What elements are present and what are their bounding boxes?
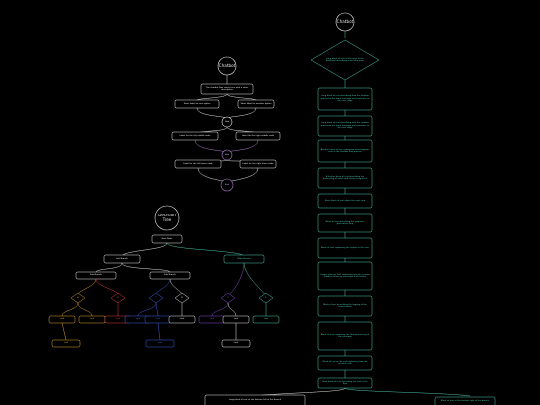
- tree-leaf-text-3: Leaf: [115, 318, 121, 321]
- tree-leaf-9[interactable]: [252, 315, 280, 324]
- connector-line: [61, 322, 67, 341]
- flow-right-step-text-2: Long block of text describing how the ch…: [320, 122, 370, 130]
- connector-path: [166, 242, 245, 257]
- flow-right-step-text-11: Block of text at the end explaining how …: [322, 360, 368, 365]
- flow-right-step-text-4: A further block of text describing the p…: [322, 175, 368, 180]
- connector-path: [196, 107, 228, 119]
- flow-center-end-text: End: [225, 183, 229, 186]
- connector-path: [137, 302, 157, 317]
- tree-l1-left-text: Left Branch: [116, 257, 128, 260]
- connector-path: [169, 278, 183, 295]
- tree-decision-text-2: B: [117, 296, 119, 299]
- connector-path: [211, 302, 229, 317]
- flow-right-bottom-left-box[interactable]: [204, 394, 306, 405]
- connector-path: [61, 302, 79, 317]
- flow-center-left-low-text: Label for the left lower node: [183, 162, 213, 165]
- connector-path: [194, 139, 228, 153]
- tree-bottom-2[interactable]: [145, 339, 175, 348]
- connector-path: [77, 278, 97, 295]
- tree-leaf-text-7: Leaf: [209, 318, 215, 321]
- connector-path: [95, 262, 123, 273]
- tree-decision-text-3: C: [155, 296, 157, 299]
- tree-bottom-text-2: Leaf: [157, 342, 163, 345]
- connector-path: [95, 278, 119, 295]
- flow-center-right-option-text: Short label for another option: [240, 102, 272, 105]
- flow-right-bottom-left-text: Long block of text at the bottom left of…: [228, 398, 282, 401]
- tree-leaf-6[interactable]: [168, 315, 196, 324]
- connector-line: [157, 322, 161, 341]
- tree-bottom-text-3: Leaf: [233, 342, 239, 345]
- flow-right-title: Chatbot: [336, 18, 354, 24]
- flow-right-step-text-12: Final block of text describing the end o…: [322, 380, 368, 385]
- tree-leaf-text-4: Leaf: [135, 318, 141, 321]
- connector-path: [243, 262, 267, 297]
- flow-center-right-mid-text: Label for the right middle node: [241, 134, 275, 137]
- flow-right-step-text-8: Longer block of text explaining how the …: [320, 273, 370, 278]
- connector-path: [226, 167, 259, 183]
- tree-decision-text-4: D: [181, 296, 183, 299]
- connector-path: [196, 93, 228, 101]
- flow-center-left-option-text: Short label for one option: [183, 102, 211, 105]
- flow-center-end[interactable]: [220, 178, 234, 192]
- flow-right-step-text-9: Block of text describing the logging of …: [323, 303, 367, 308]
- flow-right-step-text-7: Block of text explaining the output to t…: [320, 246, 370, 249]
- flow-center-left-mid-text: Label for the left middle node: [179, 134, 211, 137]
- connector-path: [121, 262, 171, 273]
- connector-path: [227, 262, 245, 297]
- tree-leaf-text-1: Leaf: [59, 318, 65, 321]
- connector-path: [226, 93, 257, 101]
- connector-path: [155, 302, 159, 317]
- tree-decision-text-1: A: [77, 296, 79, 299]
- flow-center-hub-top-text: Hub: [224, 120, 230, 123]
- tree-leaf-text-8: Leaf: [233, 318, 239, 321]
- tree-l2-a-text: Sub Branch: [90, 274, 102, 277]
- flow-center-hub-mid-text: Hub: [224, 153, 230, 156]
- tree-decision-text-5: E: [227, 296, 229, 299]
- connector-path: [197, 167, 228, 183]
- flow-right-bottom-right-text: Block of text at the bottom right of the…: [440, 399, 490, 402]
- tree-l2-b-text: Sub Branch: [164, 274, 176, 277]
- connector-path: [227, 302, 237, 317]
- flow-center-title: Chatbot: [218, 62, 236, 68]
- connector-path: [77, 302, 93, 317]
- tree-leaf-text-6: Leaf: [179, 318, 185, 321]
- flow-center-right-low-text: Label for the right lower node: [242, 162, 274, 165]
- connector-path: [121, 242, 168, 257]
- tree-title: Decision Tree: [158, 214, 176, 222]
- tree-bottom-3[interactable]: [221, 339, 251, 348]
- tree-l1-right-text: Right Branch: [237, 257, 251, 260]
- flow-right-step-text-3: Another block of text explaining what ha…: [320, 148, 370, 153]
- flow-right-bottom-right-box[interactable]: [434, 396, 496, 405]
- flow-right-branch-right: [344, 387, 471, 397]
- tree-bottom-text-1: Leaf: [63, 342, 69, 345]
- tree-leaf-text-5: Leaf: [155, 318, 161, 321]
- flow-right-step-text-1: Long block of text describing how the ch…: [320, 95, 370, 103]
- connector-path: [226, 139, 259, 153]
- flow-right-step-text-10: Block of text explaining the final proce…: [320, 333, 370, 338]
- tree-leaf-text-2: Leaf: [89, 318, 95, 321]
- connector-path: [155, 278, 171, 295]
- flow-center-top-text: The chatbot flow starts here with a shor…: [205, 86, 249, 91]
- tree-decision-text-6: F: [265, 296, 267, 299]
- connector-path: [226, 107, 257, 119]
- tree-title-circle[interactable]: [154, 205, 180, 231]
- flow-right-step-text-5: Short block of text about the next step: [324, 199, 366, 202]
- flow-right-decision-text: Long block of text at the start of the f…: [325, 57, 365, 62]
- flow-right-step-text-6: Block of text describing the response ge…: [325, 220, 365, 225]
- tree-root-text: Root Node: [161, 237, 173, 240]
- tree-leaf-text-9: Leaf: [263, 318, 269, 321]
- tree-bottom-1[interactable]: [51, 339, 81, 348]
